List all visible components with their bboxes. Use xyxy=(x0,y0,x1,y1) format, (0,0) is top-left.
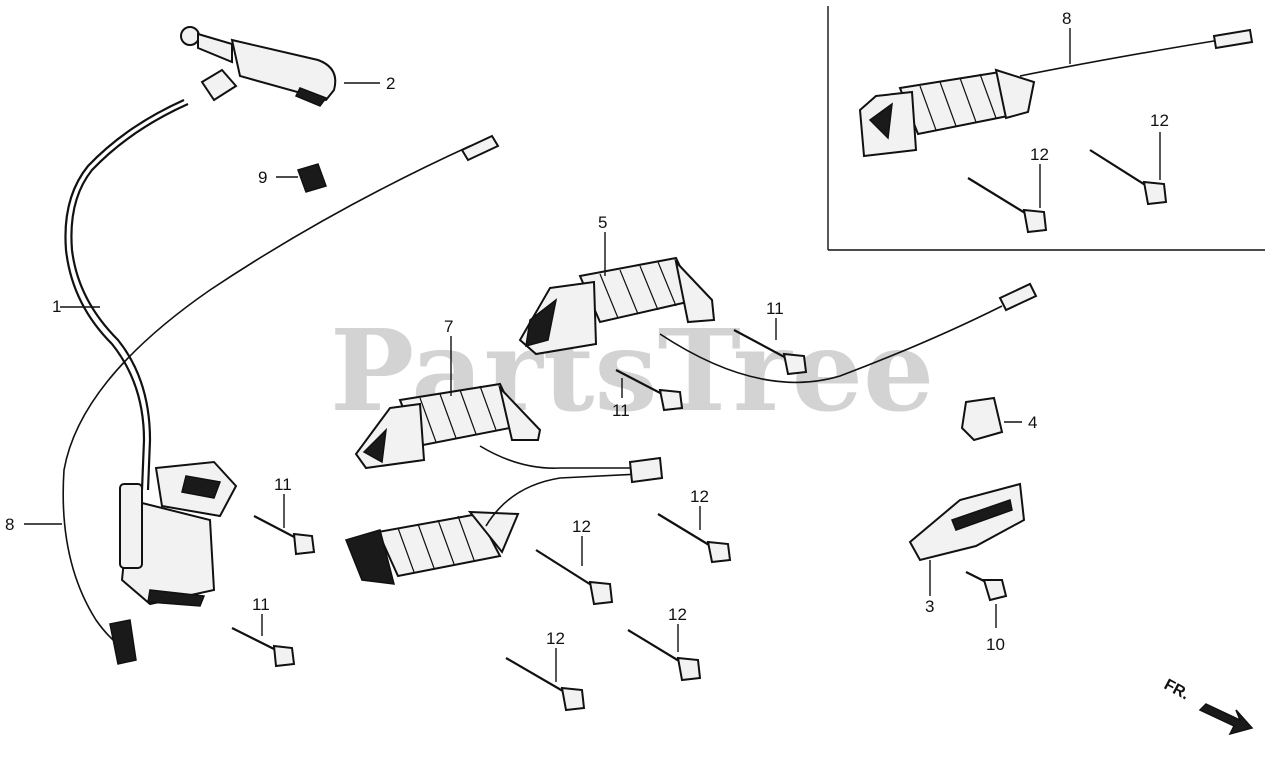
callout-labels: 1 2 3 4 5 7 8 8 9 10 11 11 11 11 12 12 1… xyxy=(5,9,1169,654)
bolt-12a[interactable] xyxy=(967,164,1048,234)
callout-12f[interactable]: 12 xyxy=(546,629,565,648)
front-direction-indicator: FR. xyxy=(1161,676,1254,736)
front-arrow-icon xyxy=(1198,703,1254,736)
callout-11c[interactable]: 11 xyxy=(274,475,292,494)
ignition-wire-left[interactable] xyxy=(24,134,500,665)
bolt-12f[interactable] xyxy=(505,648,586,712)
ignition-wire-right[interactable] xyxy=(659,282,1038,384)
spark-plug-cap[interactable] xyxy=(180,26,380,107)
callout-3[interactable]: 3 xyxy=(925,597,934,616)
callout-7[interactable]: 7 xyxy=(444,317,453,336)
callout-12b[interactable]: 12 xyxy=(1150,111,1169,130)
clip-9[interactable] xyxy=(276,163,327,193)
callout-8-left[interactable]: 8 xyxy=(5,515,14,534)
callout-9[interactable]: 9 xyxy=(258,168,267,187)
bolt-10[interactable] xyxy=(965,571,1008,628)
exciter-coil-5[interactable] xyxy=(518,232,716,356)
callout-12a[interactable]: 12 xyxy=(1030,145,1049,164)
bolt-12b[interactable] xyxy=(1089,132,1168,206)
bolt-12c[interactable] xyxy=(657,506,732,564)
callout-12e[interactable]: 12 xyxy=(668,605,687,624)
bolt-11d[interactable] xyxy=(231,614,296,668)
nut-4[interactable] xyxy=(960,396,1022,442)
bolt-11c[interactable] xyxy=(253,494,316,556)
high-tension-lead[interactable] xyxy=(60,98,189,491)
callout-5[interactable]: 5 xyxy=(598,213,607,232)
callout-2[interactable]: 2 xyxy=(386,74,395,93)
callout-10[interactable]: 10 xyxy=(986,635,1005,654)
callout-1[interactable]: 1 xyxy=(52,297,61,316)
bolt-12d[interactable] xyxy=(535,536,614,606)
charge-coil-7[interactable] xyxy=(354,336,542,470)
callout-4[interactable]: 4 xyxy=(1028,413,1037,432)
inset-frame xyxy=(827,6,1265,251)
callout-11d[interactable]: 11 xyxy=(252,595,270,614)
bracket-3[interactable] xyxy=(908,482,1026,596)
front-label: FR. xyxy=(1161,676,1192,703)
callout-8-inset[interactable]: 8 xyxy=(1062,9,1071,28)
inset-coil[interactable] xyxy=(858,28,1254,158)
bolt-11a[interactable] xyxy=(733,318,808,376)
bolt-12e[interactable] xyxy=(627,624,702,682)
callout-12d[interactable]: 12 xyxy=(572,517,591,536)
callout-11a[interactable]: 11 xyxy=(766,299,784,318)
lighting-coil[interactable] xyxy=(344,445,664,585)
ignition-coil[interactable] xyxy=(119,460,238,607)
bolt-11b[interactable] xyxy=(615,369,684,412)
callout-12c[interactable]: 12 xyxy=(690,487,709,506)
callout-11b[interactable]: 11 xyxy=(612,401,630,420)
